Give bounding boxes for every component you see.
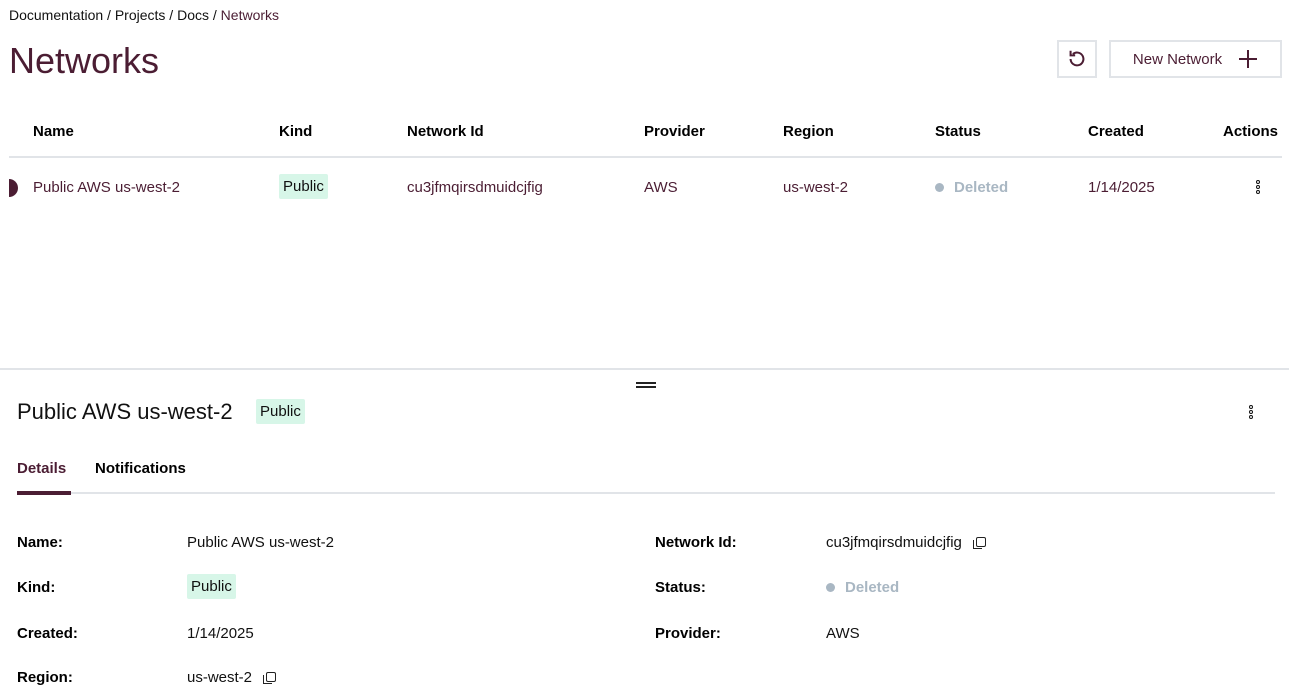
header-divider: [9, 156, 1282, 158]
header-created[interactable]: Created: [1088, 123, 1144, 140]
new-network-label: New Network: [1132, 50, 1223, 68]
status-label: Status:: [655, 579, 706, 596]
breadcrumb-documentation[interactable]: Documentation: [9, 7, 104, 23]
name-label: Name:: [17, 534, 63, 551]
row-created: 1/14/2025: [1088, 179, 1155, 196]
row-kind-badge: Public: [279, 174, 328, 199]
network-id-value: cu3jfmqirsdmuidcjfig: [826, 534, 986, 551]
provider-label: Provider:: [655, 625, 721, 642]
row-status: Deleted: [935, 179, 1008, 196]
tabs-divider: [17, 492, 1275, 494]
region-label: Region:: [17, 669, 73, 686]
region-value: us-west-2: [187, 669, 277, 686]
network-id-text: cu3jfmqirsdmuidcjfig: [826, 534, 962, 551]
breadcrumb-docs[interactable]: Docs: [177, 7, 209, 23]
header-kind[interactable]: Kind: [279, 123, 313, 140]
header-provider[interactable]: Provider: [644, 123, 705, 140]
row-actions-kebab-icon[interactable]: [1256, 180, 1260, 194]
plus-icon: [1239, 50, 1258, 68]
tab-details[interactable]: Details: [17, 460, 67, 477]
row-network-id: cu3jfmqirsdmuidcjfig: [407, 179, 543, 196]
provider-value: AWS: [826, 625, 860, 642]
row-region: us-west-2: [783, 179, 849, 196]
header-actions: Actions: [1223, 123, 1279, 140]
detail-kind-badge: Public: [256, 399, 305, 424]
copy-region-icon[interactable]: [263, 672, 277, 684]
status-value: Deleted: [826, 579, 899, 596]
refresh-icon: [1069, 50, 1085, 67]
breadcrumb: Documentation / Projects / Docs / Networ…: [9, 7, 280, 23]
name-value: Public AWS us-west-2: [187, 534, 334, 551]
network-id-label: Network Id:: [655, 534, 737, 551]
row-provider: AWS: [644, 179, 678, 196]
header-status[interactable]: Status: [935, 123, 981, 140]
status-dot-icon: [826, 583, 835, 592]
resize-handle-icon[interactable]: [636, 382, 656, 388]
region-text: us-west-2: [187, 669, 253, 686]
copy-network-id-icon[interactable]: [972, 537, 986, 549]
breadcrumb-current: Networks: [220, 7, 280, 23]
header-region[interactable]: Region: [783, 123, 834, 140]
kind-value-badge: Public: [187, 574, 236, 599]
tab-notifications[interactable]: Notifications: [95, 460, 186, 477]
created-value: 1/14/2025: [187, 625, 254, 642]
detail-title: Public AWS us-west-2: [17, 399, 233, 424]
status-dot-icon: [935, 183, 944, 192]
detail-actions-kebab-icon[interactable]: [1249, 405, 1253, 419]
status-text: Deleted: [845, 579, 900, 596]
refresh-button[interactable]: [1057, 40, 1097, 78]
page-title: Networks: [9, 40, 160, 81]
active-tab-indicator: [17, 491, 71, 495]
new-network-button[interactable]: New Network: [1109, 40, 1282, 78]
created-label: Created:: [17, 625, 78, 642]
kind-label: Kind:: [17, 579, 56, 596]
breadcrumb-projects[interactable]: Projects: [114, 7, 166, 23]
header-network-id[interactable]: Network Id: [407, 123, 484, 140]
row-name[interactable]: Public AWS us-west-2: [33, 179, 180, 196]
selected-row-indicator: [9, 179, 18, 197]
row-status-label: Deleted: [954, 179, 1009, 196]
header-name[interactable]: Name: [33, 123, 74, 140]
panel-divider: [0, 368, 1289, 370]
